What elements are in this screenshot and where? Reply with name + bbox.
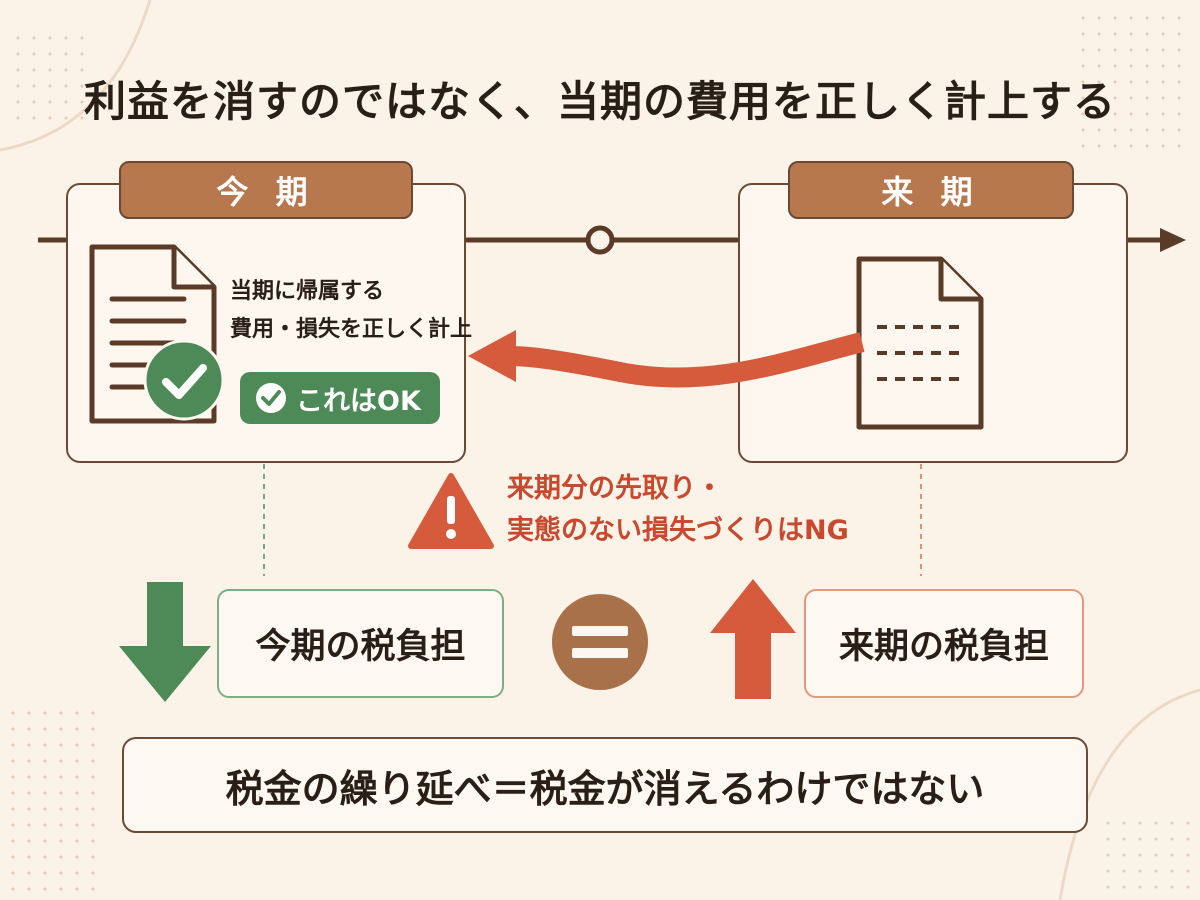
pull-forward-arrow <box>468 330 865 388</box>
ok-badge: これはOK <box>240 372 440 424</box>
warning-icon <box>408 473 494 549</box>
up-arrow-icon <box>710 579 796 699</box>
description-line-2: 費用・損失を正しく計上 <box>230 317 473 342</box>
next-tax-burden: 来期の税負担 <box>804 589 1084 698</box>
warning-line-1: 来期分の先取り・ <box>507 473 723 504</box>
description-line-1: 当期に帰属する <box>230 279 385 304</box>
dot-pattern-top-left <box>10 30 90 120</box>
future-document-icon <box>856 256 984 430</box>
equals-icon <box>552 594 648 690</box>
next-period-tab: 来 期 <box>788 161 1074 219</box>
dot-pattern-bottom-left <box>5 705 95 895</box>
warning-line-2: 実態のない損失づくりはNG <box>507 515 849 546</box>
warning-text: 来期分の先取り・ 実態のない損失づくりはNG <box>507 468 849 552</box>
dot-pattern-top-right <box>1075 10 1190 150</box>
dot-pattern-bottom-right <box>1100 815 1195 895</box>
down-arrow-icon <box>119 582 211 702</box>
page-title: 利益を消すのではなく、当期の費用を正しく計上する <box>83 77 1116 126</box>
current-tax-burden: 今期の税負担 <box>217 589 504 698</box>
ok-label: これはOK <box>296 385 421 417</box>
conclusion-box: 税金の繰り延べ＝税金が消えるわけではない <box>122 737 1088 833</box>
check-circle-icon <box>143 339 225 421</box>
dashed-connectors <box>263 464 922 576</box>
check-circle-small-icon <box>256 383 286 413</box>
current-period-description: 当期に帰属する 費用・損失を正しく計上 <box>230 273 473 349</box>
current-period-tab: 今 期 <box>119 161 413 219</box>
